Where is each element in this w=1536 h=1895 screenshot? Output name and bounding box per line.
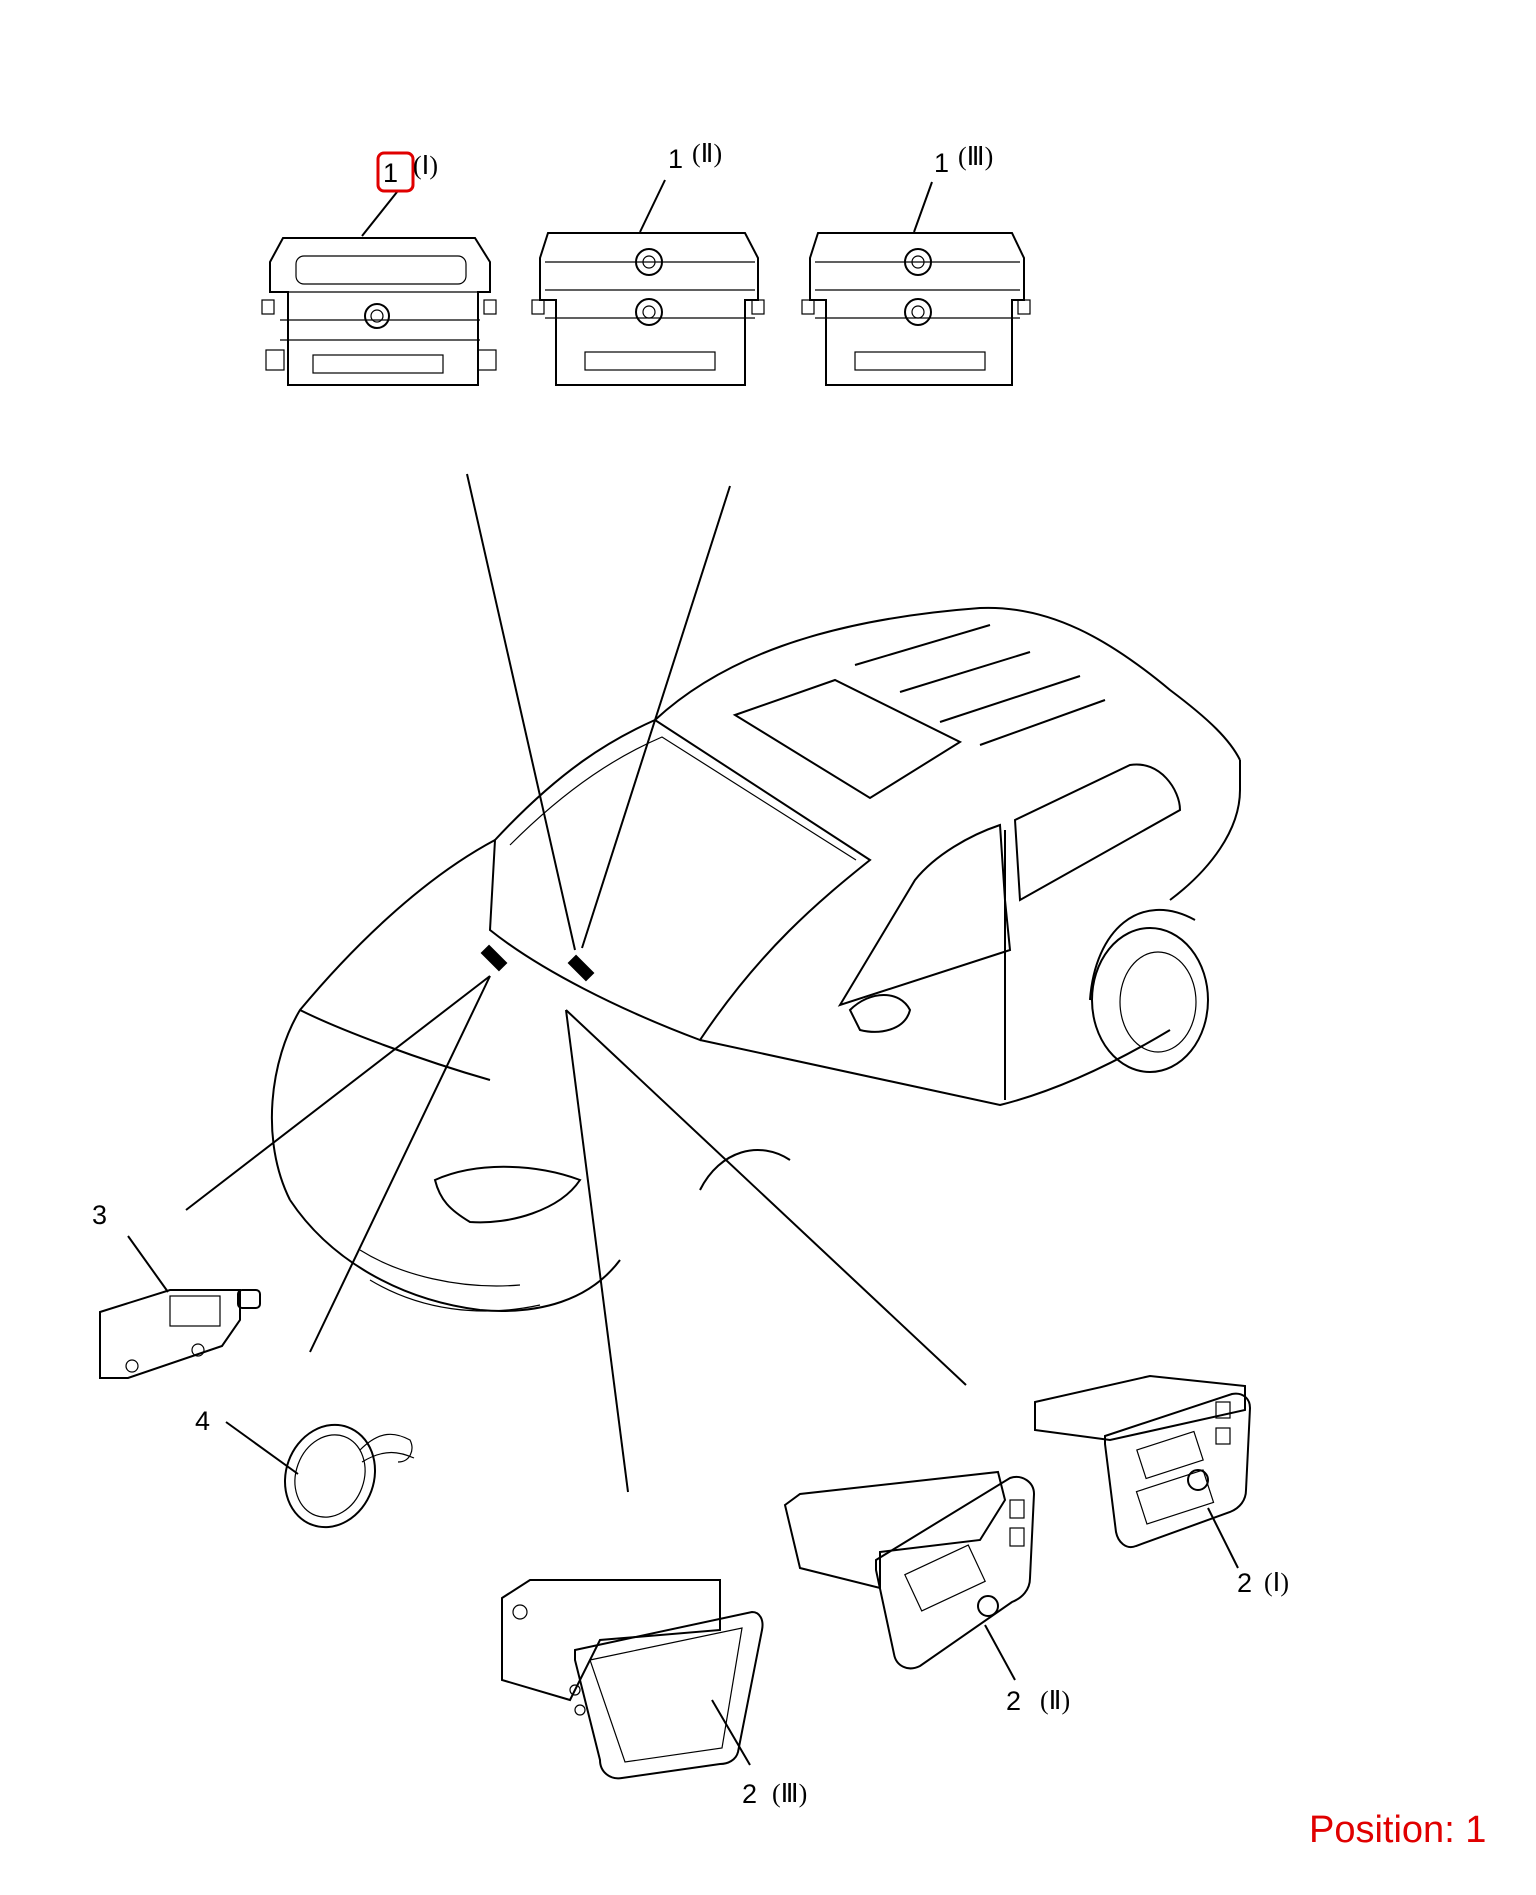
climate-panel-1-ii[interactable] bbox=[531, 232, 765, 386]
label-1-i-num: 1 bbox=[383, 158, 398, 188]
vehicle-outline bbox=[270, 606, 1241, 1312]
head-unit-2-i[interactable] bbox=[1034, 1374, 1252, 1548]
head-unit-2-ii[interactable] bbox=[783, 1470, 1036, 1670]
label-1-iii-num: 1 bbox=[934, 148, 949, 178]
label-2-iii-num: 2 bbox=[742, 1779, 757, 1809]
climate-panel-1-iii[interactable] bbox=[801, 232, 1031, 386]
label-2-iii-roman: (Ⅲ) bbox=[772, 1779, 807, 1808]
label-1-iii-roman: (Ⅲ) bbox=[958, 142, 993, 171]
label-3: 3 bbox=[92, 1200, 107, 1230]
label-2-i-num: 2 bbox=[1237, 1568, 1252, 1598]
label-1-ii-roman: (Ⅱ) bbox=[692, 139, 722, 168]
label-2-ii-num: 2 bbox=[1006, 1686, 1021, 1716]
part-4-speaker[interactable] bbox=[271, 1412, 415, 1540]
highlight-box bbox=[376, 151, 415, 193]
label-1-ii-num: 1 bbox=[668, 144, 683, 174]
climate-panel-1-i[interactable] bbox=[261, 237, 497, 386]
label-2-i-roman: (Ⅰ) bbox=[1264, 1568, 1289, 1597]
position-label: Position: 1 bbox=[1309, 1809, 1486, 1851]
label-4: 4 bbox=[195, 1406, 210, 1436]
dash-marker-left bbox=[480, 944, 508, 972]
head-unit-2-iii[interactable] bbox=[501, 1579, 764, 1780]
part-3-module[interactable] bbox=[99, 1289, 261, 1379]
dash-marker-right bbox=[567, 954, 595, 982]
label-2-ii-roman: (Ⅱ) bbox=[1040, 1686, 1070, 1715]
label-1-i-roman: (Ⅰ) bbox=[413, 151, 438, 180]
